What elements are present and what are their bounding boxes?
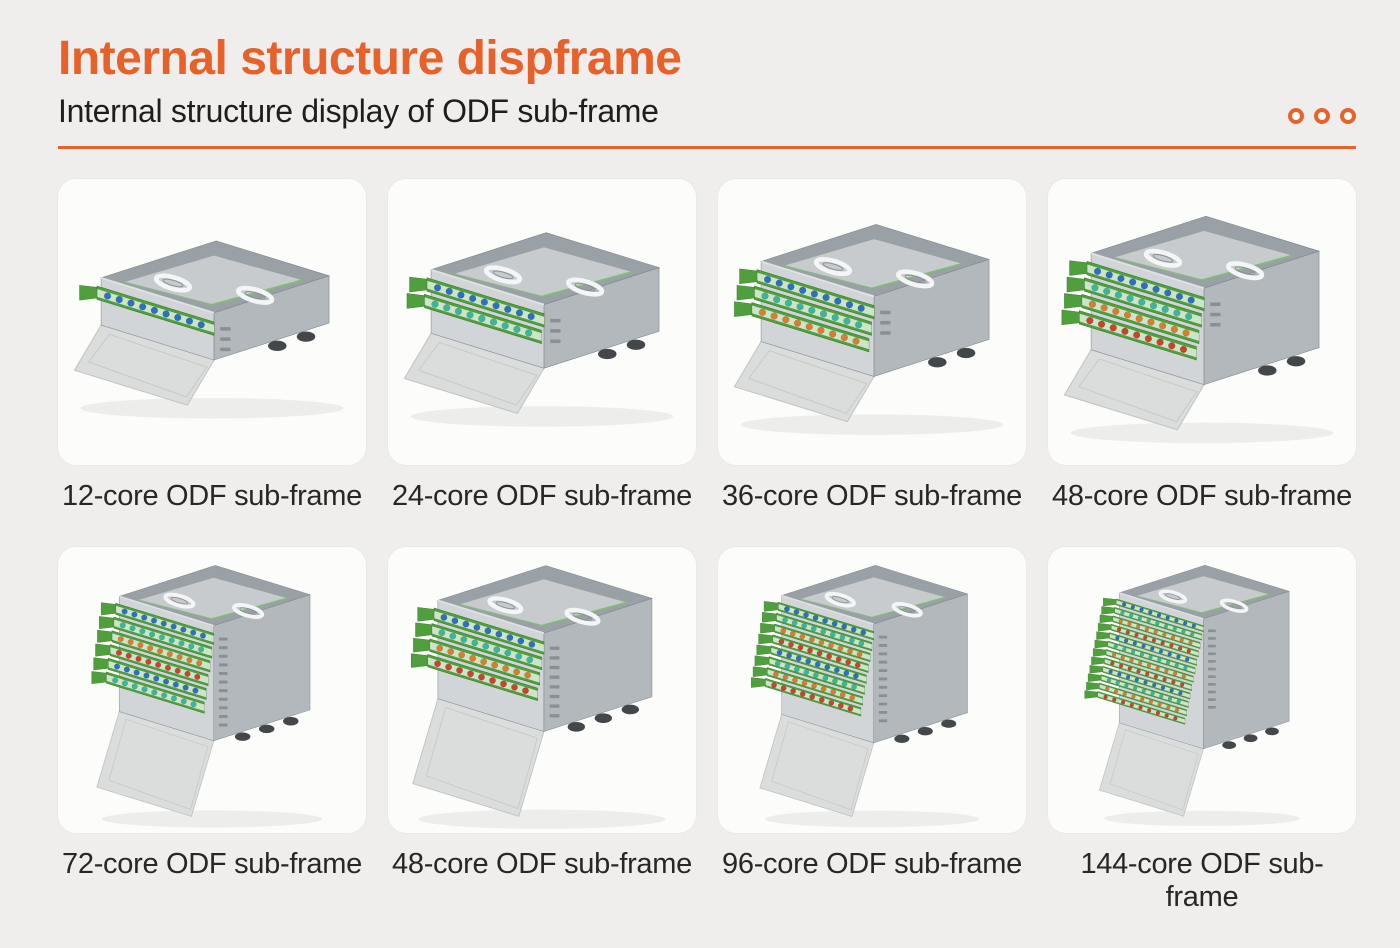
page-subtitle: Internal structure display of ODF sub-fr… xyxy=(58,93,659,130)
product-caption: 36-core ODF sub-frame xyxy=(722,480,1022,513)
product-tile: 12-core ODF sub-frame xyxy=(58,179,366,547)
product-tile: 144-core ODF sub-frame xyxy=(1048,547,1356,948)
product-caption: 48-core ODF sub-frame xyxy=(1052,480,1352,513)
product-caption: 12-core ODF sub-frame xyxy=(62,480,362,513)
product-caption: 72-core ODF sub-frame xyxy=(62,848,362,881)
product-tile: 24-core ODF sub-frame xyxy=(388,179,696,547)
product-caption: 96-core ODF sub-frame xyxy=(722,848,1022,881)
product-tile: 72-core ODF sub-frame xyxy=(58,547,366,948)
product-tile: 96-core ODF sub-frame xyxy=(718,547,1026,948)
product-caption: 24-core ODF sub-frame xyxy=(392,480,692,513)
product-tile: 36-core ODF sub-frame xyxy=(718,179,1026,547)
accent-divider xyxy=(58,146,1356,150)
odf-subframe-image xyxy=(58,179,366,466)
product-caption: 144-core ODF sub-frame xyxy=(1080,848,1324,914)
product-caption: 48-core ODF sub-frame xyxy=(392,848,692,881)
header: Internal structure dispframe Internal st… xyxy=(58,32,1356,150)
odf-subframe-image xyxy=(718,547,1026,834)
dot-icon xyxy=(1288,108,1304,125)
product-grid: 12-core ODF sub-frame 24-core ODF sub-fr… xyxy=(58,179,1356,948)
odf-subframe-image xyxy=(1048,547,1356,834)
odf-subframe-image xyxy=(388,179,696,466)
odf-subframe-image xyxy=(388,547,696,834)
three-dots-icon xyxy=(1278,108,1356,125)
odf-subframe-image xyxy=(718,179,1026,466)
product-tile: 48-core ODF sub-frame xyxy=(388,547,696,948)
page-title: Internal structure dispframe xyxy=(58,32,682,85)
dot-icon xyxy=(1340,108,1356,125)
dot-icon xyxy=(1314,108,1330,125)
odf-subframe-image xyxy=(58,547,366,834)
subtitle-row: Internal structure display of ODF sub-fr… xyxy=(58,93,1356,130)
odf-subframe-image xyxy=(1048,179,1356,466)
product-tile: 48-core ODF sub-frame xyxy=(1048,179,1356,547)
